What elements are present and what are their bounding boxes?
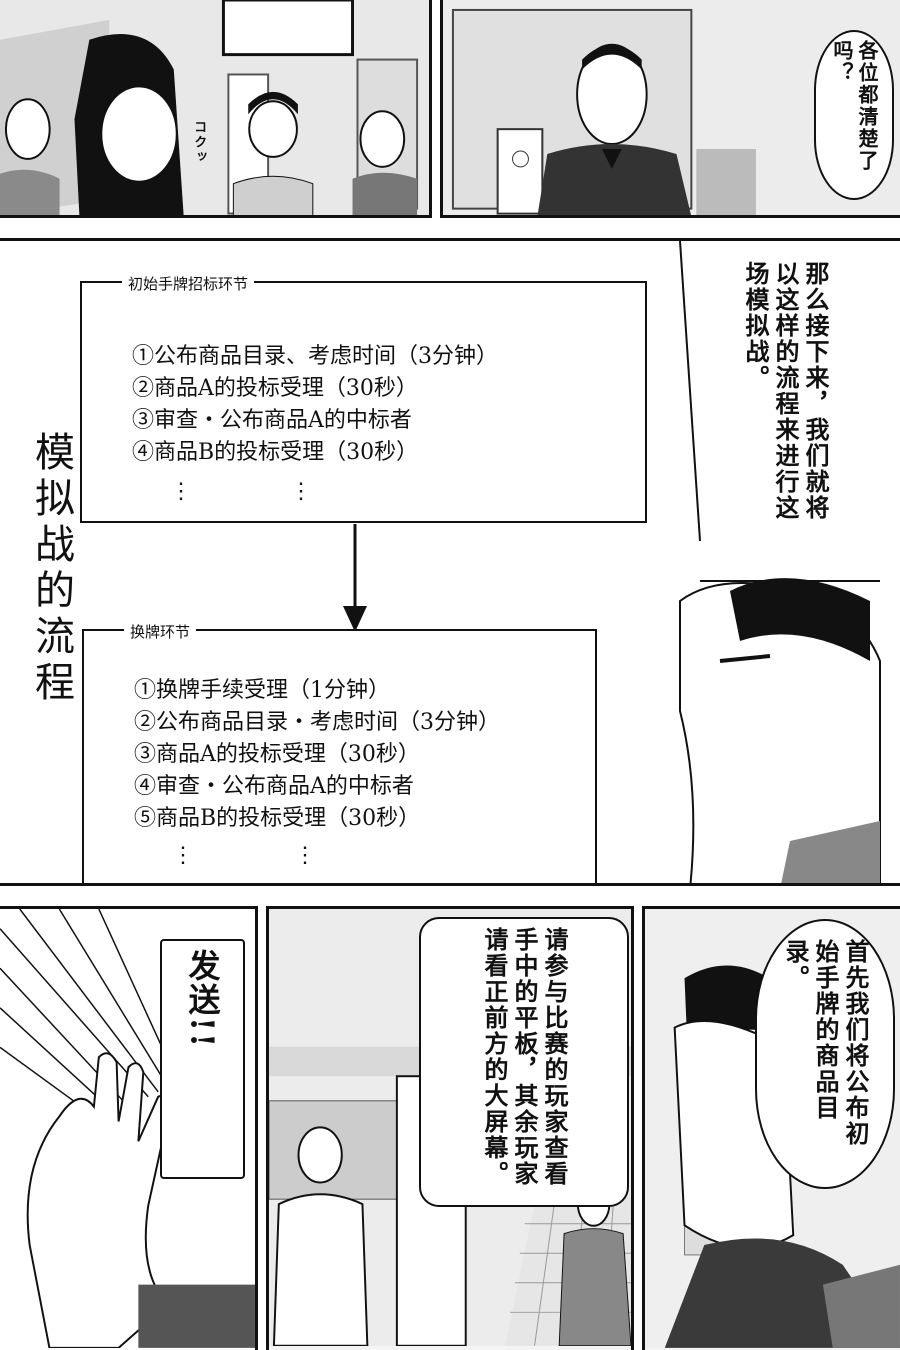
speech-bubble-middle: 那么接下来，我们就将以这样的流程来进行这场模拟战。 xyxy=(715,251,855,551)
sfx-box-send: 发送!! xyxy=(160,939,245,1179)
step-item: ③商品A的投标受理（30秒） xyxy=(134,742,420,767)
panel-top-left: コクッ xyxy=(0,0,432,218)
speech-bubble-bottom-right: 首先我们将公布初始手牌的商品目录。 xyxy=(755,919,895,1189)
speech-bubble-top-right: 各位都清楚了吗？ xyxy=(814,30,894,200)
step-item: ④审查・公布商品A的中标者 xyxy=(134,774,414,799)
ellipsis-right: ⋮ xyxy=(290,479,314,504)
speech-text-check-tablet: 请参与比赛的玩家查看手中的平板，其余玩家请看正前方的大屏幕。 xyxy=(480,927,569,1187)
step-item: ②商品A的投标受理（30秒） xyxy=(132,376,418,401)
speech-text-announce-catalog: 首先我们将公布初始手牌的商品目录。 xyxy=(781,939,870,1147)
sfx-koku: コクッ xyxy=(191,120,207,165)
panel-top-right: 各位都清楚了吗？ xyxy=(440,0,900,218)
ellipsis-left: ⋮ xyxy=(172,843,196,868)
side-title-flow: 模拟战的流程 xyxy=(28,431,74,707)
speech-text-proceed-flow: 那么接下来，我们就将以这样的流程来进行这场模拟战。 xyxy=(741,261,830,521)
step-item: ②公布商品目录・考虑时间（3分钟） xyxy=(134,710,500,735)
step-item: ③审查・公布商品A的中标者 xyxy=(132,408,412,433)
step-item: ④商品B的投标受理（30秒） xyxy=(132,440,419,465)
speech-bubble-bottom-middle: 请参与比赛的玩家查看手中的平板，其余玩家请看正前方的大屏幕。 xyxy=(419,917,629,1207)
host-scene-illustration xyxy=(443,0,900,215)
step-list-card-exchange: ①换牌手续受理（1分钟） ②公布商品目录・考虑时间（3分钟） ③商品A的投标受理… xyxy=(134,675,500,835)
panel-bottom-right: 首先我们将公布初始手牌的商品目录。 xyxy=(642,906,900,1350)
box-title-initial-bidding: 初始手牌招标环节 xyxy=(122,273,255,294)
flow-box-card-exchange: 换牌环节 ①换牌手续受理（1分钟） ②公布商品目录・考虑时间（3分钟） ③商品A… xyxy=(82,621,597,883)
step-item: ①公布商品目录、考虑时间（3分钟） xyxy=(132,344,498,369)
ellipsis-left: ⋮ xyxy=(170,479,194,504)
sfx-text-send: 发送!! xyxy=(183,949,222,1050)
panel-bottom-middle: 请参与比赛的玩家查看手中的平板，其余玩家请看正前方的大屏幕。 xyxy=(266,906,634,1350)
panel-middle: 初始手牌招标环节 ①公布商品目录、考虑时间（3分钟） ②商品A的投标受理（30秒… xyxy=(0,238,900,886)
step-list-initial-bidding: ①公布商品目录、考虑时间（3分钟） ②商品A的投标受理（30秒） ③审查・公布商… xyxy=(132,341,498,469)
speech-text-everyone-clear: 各位都清楚了吗？ xyxy=(830,40,879,172)
step-item: ①换牌手续受理（1分钟） xyxy=(134,678,390,703)
classroom-scene-illustration xyxy=(0,0,429,215)
down-arrow-icon xyxy=(343,524,367,632)
flow-box-initial-bidding: 初始手牌招标环节 ①公布商品目录、考虑时间（3分钟） ②商品A的投标受理（30秒… xyxy=(80,273,647,523)
panel-bottom-left: 发送!! xyxy=(0,906,258,1350)
box-title-card-exchange: 换牌环节 xyxy=(124,621,197,642)
step-item: ⑤商品B的投标受理（30秒） xyxy=(134,806,421,831)
ellipsis-right: ⋮ xyxy=(294,843,318,868)
